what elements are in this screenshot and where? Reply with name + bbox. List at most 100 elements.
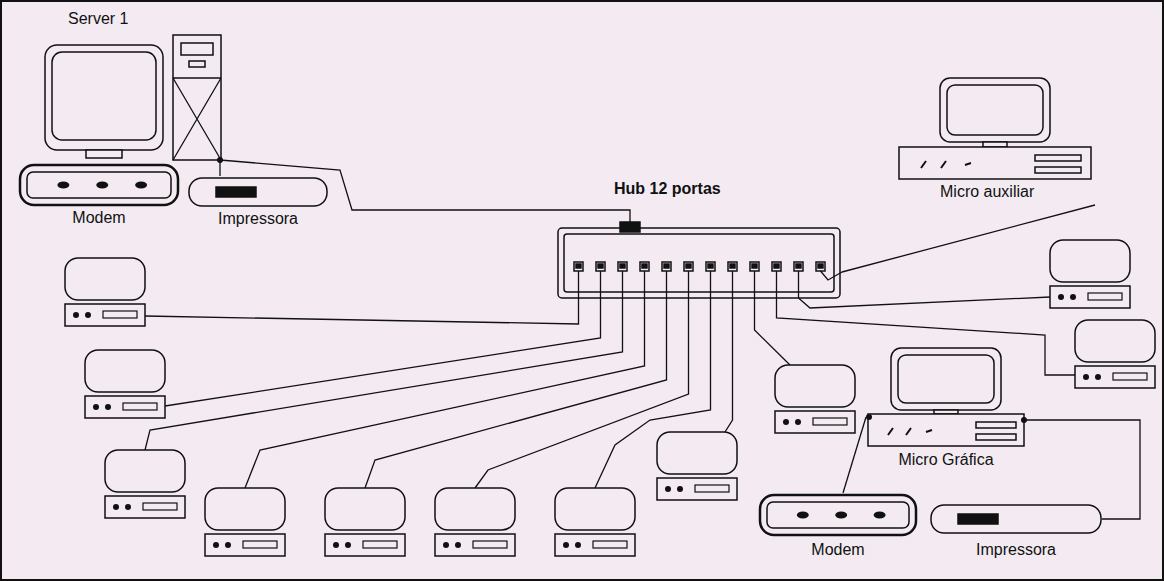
- network-device: Hub 12 portas: [556, 178, 842, 302]
- network-cable: [843, 417, 866, 493]
- drive-slot: [976, 422, 1016, 428]
- port-socket: [774, 264, 779, 268]
- device-label: Micro Gráfica: [898, 451, 993, 469]
- modem-light: [135, 182, 147, 189]
- monitor: [940, 78, 1050, 142]
- device-shape: [188, 176, 328, 238]
- device-shape: [930, 503, 1102, 569]
- network-cable: [666, 271, 667, 298]
- hub-port: [750, 262, 759, 271]
- network-cable: [1026, 420, 1140, 519]
- modem-case: [760, 495, 916, 535]
- junction-dot: [1021, 417, 1027, 423]
- modem-light: [797, 512, 809, 519]
- modem-light: [835, 512, 847, 519]
- hub-case: [558, 228, 840, 298]
- computer-icon: [1050, 240, 1130, 308]
- computer-icon: [657, 432, 737, 500]
- junction-dot: [866, 414, 872, 420]
- drive-mark: [921, 161, 971, 168]
- hub-port: [816, 262, 825, 271]
- device-label: Hub 12 portas: [614, 180, 721, 198]
- hub-port: [684, 262, 693, 271]
- monitor: [891, 348, 1001, 410]
- modem-light: [57, 182, 69, 189]
- network-cable: [754, 271, 755, 298]
- network-device: Impressora: [930, 503, 1102, 569]
- device-label: Modem: [811, 541, 864, 559]
- network-cable: [245, 298, 645, 488]
- computer-icon: [205, 488, 285, 556]
- printer-case: [189, 178, 327, 206]
- port-socket: [686, 264, 691, 268]
- monitor-stand: [86, 150, 122, 158]
- network-cable: [732, 271, 733, 298]
- network-cable: [842, 205, 1095, 272]
- computer-icon: [1075, 320, 1155, 388]
- network-cable: [578, 271, 579, 298]
- network-device: Micro Gráfica: [866, 345, 1026, 475]
- computer-icon: [325, 488, 405, 556]
- device-shape: [40, 8, 225, 160]
- drive-slot: [1035, 167, 1081, 173]
- uplink-port: [620, 222, 640, 232]
- junction-dot: [217, 157, 223, 163]
- hub-port: [574, 262, 583, 271]
- network-device: Micro auxiliar: [895, 75, 1095, 205]
- modem-light: [874, 512, 886, 519]
- device-label: Server 1: [68, 10, 128, 28]
- drive-bay: [189, 61, 205, 67]
- screen: [898, 355, 994, 403]
- network-cable: [644, 271, 645, 298]
- network-cable: [145, 298, 623, 450]
- cpu-case: [868, 414, 1024, 446]
- network-cable: [622, 271, 623, 298]
- hub-port: [596, 262, 605, 271]
- port-socket: [708, 264, 713, 268]
- port-socket: [642, 264, 647, 268]
- network-device: Modem: [758, 493, 918, 565]
- drive-bay: [181, 43, 213, 55]
- device-label: Impressora: [218, 210, 298, 228]
- computer-icon: [435, 488, 515, 556]
- hub-port: [640, 262, 649, 271]
- network-cable: [600, 271, 601, 298]
- network-cable: [556, 210, 630, 222]
- printer-case: [931, 505, 1101, 533]
- device-label: Modem: [72, 209, 125, 227]
- cpu-case: [899, 147, 1091, 179]
- computer-icon: [105, 450, 185, 518]
- drive-slot: [1035, 155, 1081, 161]
- hub-panel: [564, 234, 834, 292]
- hub-port: [618, 262, 627, 271]
- network-cable: [725, 298, 733, 432]
- modem-case: [20, 165, 178, 205]
- port-socket: [730, 264, 735, 268]
- port-socket: [752, 264, 757, 268]
- computer-icon: [555, 488, 635, 556]
- port-socket: [818, 264, 823, 268]
- drive-mark: [888, 428, 932, 435]
- port-socket: [598, 264, 603, 268]
- network-cable: [145, 298, 579, 324]
- port-socket: [796, 264, 801, 268]
- port-socket: [576, 264, 581, 268]
- monitor: [45, 45, 163, 150]
- computer-icon: [65, 258, 145, 326]
- tower-cross: [173, 78, 221, 160]
- screen: [52, 52, 156, 140]
- hub-port: [706, 262, 715, 271]
- modem-light: [96, 182, 108, 189]
- network-device: Impressora: [188, 176, 328, 238]
- paper-slot: [216, 187, 256, 197]
- network-cable: [688, 271, 689, 298]
- network-cable: [755, 298, 791, 365]
- hub-port: [728, 262, 737, 271]
- modem-panel: [767, 502, 909, 528]
- network-cable: [798, 271, 799, 298]
- hub-port: [772, 262, 781, 271]
- port-socket: [620, 264, 625, 268]
- hub-port: [662, 262, 671, 271]
- network-device: Modem: [18, 163, 180, 230]
